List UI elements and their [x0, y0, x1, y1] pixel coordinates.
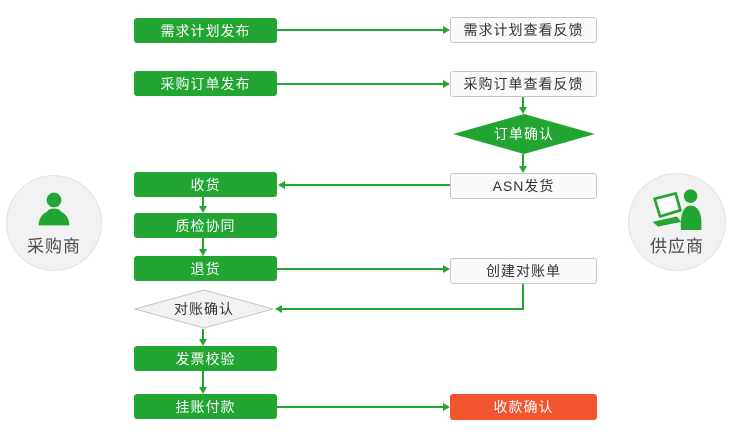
order-confirm-label: 订单确认 [494, 126, 554, 142]
node-asn-ship: ASN发货 [450, 173, 597, 199]
arrow-down-icon [199, 206, 207, 213]
statement-confirm-label: 对账确认 [174, 301, 234, 317]
node-demand-plan-feedback: 需求计划查看反馈 [450, 17, 597, 43]
edge-create-statement-elbow-vertical [522, 284, 524, 309]
arrow-down-icon [199, 249, 207, 256]
arrow-right-icon [443, 265, 450, 273]
person-icon [38, 192, 70, 225]
edge-po-release-to-feedback [277, 83, 443, 85]
arrow-left-icon [278, 181, 285, 189]
edge-receive-to-quality-check [202, 197, 204, 206]
node-return-goods: 退货 [134, 256, 277, 281]
edge-invoice-to-payment [202, 371, 204, 387]
node-invoice-verify: 发票校验 [134, 346, 277, 371]
arrow-right-icon [443, 403, 450, 411]
edge-quality-check-to-return [202, 238, 204, 249]
arrow-down-icon [519, 107, 527, 114]
arrow-down-icon [199, 387, 207, 394]
arrow-down-icon [519, 166, 527, 173]
buyer-label: 采购商 [27, 236, 81, 256]
edge-demand-plan-release-to-feedback [277, 29, 443, 31]
node-payment-on-account: 挂账付款 [134, 394, 277, 419]
arrow-right-icon [443, 26, 450, 34]
node-statement-confirm: 对账确认 [134, 289, 274, 329]
node-create-statement: 创建对账单 [450, 258, 597, 284]
arrow-down-icon [199, 339, 207, 346]
node-order-confirm: 订单确认 [453, 114, 595, 154]
arrow-right-icon [443, 80, 450, 88]
supplier-actor-circle: 供应商 [628, 173, 726, 271]
node-receive: 收货 [134, 172, 277, 197]
node-po-release: 采购订单发布 [134, 71, 277, 96]
buyer-actor-circle: 采购商 [6, 175, 102, 271]
edge-po-feedback-to-order-confirm [522, 97, 524, 107]
edge-statement-confirm-to-invoice [202, 329, 204, 339]
node-demand-plan-release: 需求计划发布 [134, 18, 277, 43]
edge-create-statement-elbow-horizontal [282, 308, 524, 310]
edge-asn-to-receive [285, 184, 450, 186]
person-with-laptop-icon [652, 188, 702, 230]
edge-payment-to-payment-confirm [277, 406, 443, 408]
node-payment-confirm: 收款确认 [450, 394, 597, 420]
supplier-label: 供应商 [650, 236, 704, 256]
edge-order-confirm-to-asn [522, 154, 524, 166]
arrow-left-icon [275, 305, 282, 313]
node-quality-check: 质检协同 [134, 213, 277, 238]
edge-return-to-create-statement [277, 268, 443, 270]
node-po-feedback: 采购订单查看反馈 [450, 71, 597, 97]
